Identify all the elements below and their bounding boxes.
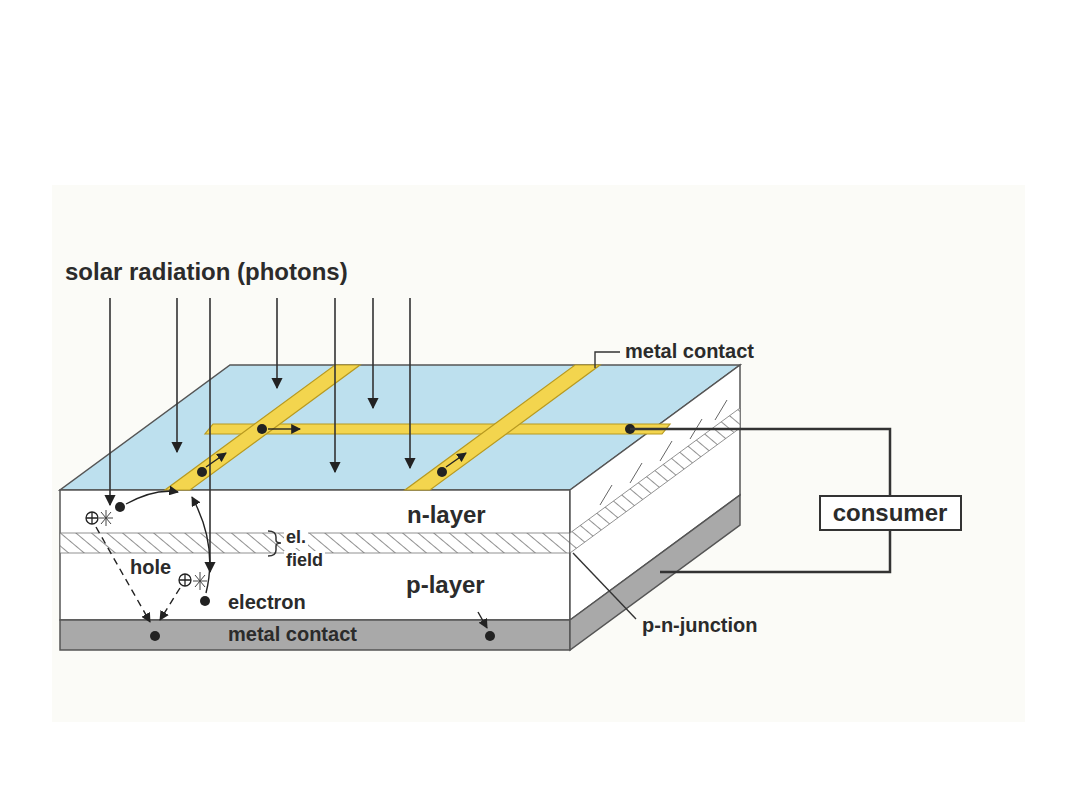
- drawing-part: [600, 485, 612, 505]
- drawing-part: [276, 298, 278, 388]
- drawing-part: [372, 298, 374, 408]
- bottom-contact: [60, 620, 570, 650]
- wire: [660, 531, 890, 572]
- box-label: consumer: [833, 500, 948, 526]
- drawing-part: [257, 424, 267, 434]
- part-name: metal contact: [625, 340, 754, 362]
- drawing-part: [115, 502, 125, 512]
- leader-line: [573, 553, 636, 619]
- wire: [630, 429, 890, 495]
- drawing-part: [334, 298, 336, 472]
- load-box: consumer: [819, 495, 962, 531]
- part-name: p-n-junction: [640, 614, 760, 636]
- drawing-part: [109, 298, 111, 505]
- part-name: el.: [284, 528, 308, 548]
- drawing-part: [150, 631, 160, 641]
- drawing-part: [197, 467, 207, 477]
- drawing-part: [715, 400, 727, 420]
- top-contact-grid: [165, 365, 670, 490]
- field-brace: [268, 531, 281, 556]
- drawing-part: [437, 467, 447, 477]
- drawing-part: [268, 428, 300, 429]
- drawing-part: [160, 588, 180, 620]
- drawing-part: [86, 512, 98, 524]
- layer-name: p-layer: [404, 572, 487, 598]
- carrier-paths: [96, 429, 487, 628]
- side-hatching: [600, 400, 727, 505]
- part-name: metal contact: [228, 623, 357, 645]
- part-name: field: [284, 551, 325, 571]
- drawing-part: [409, 298, 411, 468]
- drawing-part: [209, 298, 211, 572]
- charge-carriers: [86, 424, 635, 641]
- photon-arrows: [110, 298, 410, 572]
- leader-line: [595, 352, 620, 368]
- front-face: [60, 490, 570, 620]
- photo-ground: [52, 185, 1025, 722]
- layer-name: n-layer: [405, 502, 488, 528]
- drawing-part: [179, 574, 191, 586]
- drawing-part: [165, 365, 360, 490]
- drawing-part: [485, 631, 495, 641]
- part-name: hole: [128, 556, 173, 578]
- drawing-part: [176, 298, 178, 452]
- drawing-part: [99, 510, 113, 526]
- drawing-part: [478, 612, 487, 628]
- drawing-part: [192, 497, 210, 593]
- junction-band: [60, 533, 570, 553]
- drawing-part: [660, 441, 672, 461]
- drawing-part: [179, 574, 191, 586]
- part-name: electron: [226, 591, 308, 613]
- drawing-part: [200, 596, 210, 606]
- drawing-part: [630, 463, 642, 483]
- drawing-part: [126, 491, 178, 504]
- drawing-part: [193, 572, 207, 590]
- drawing-part: [446, 453, 466, 467]
- figure-heading: solar radiation (photons): [65, 259, 348, 285]
- drawing-part: [405, 365, 600, 490]
- drawing-part: [86, 512, 98, 524]
- drawing-part: [206, 453, 226, 467]
